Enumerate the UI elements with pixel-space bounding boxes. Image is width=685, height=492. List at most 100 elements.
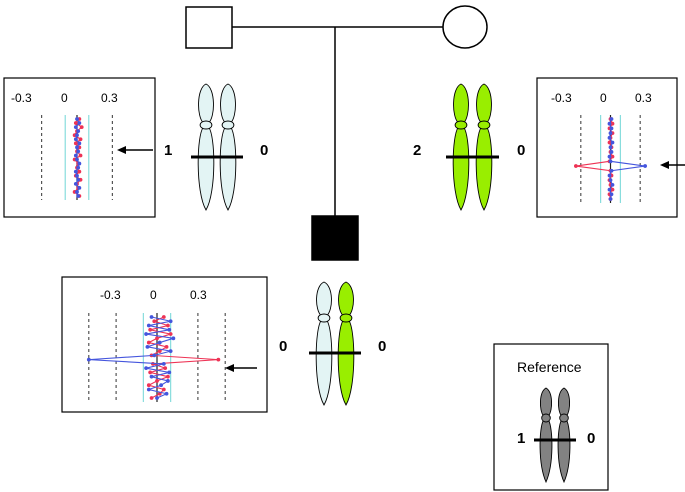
child-plot-series-1-point [167, 370, 172, 375]
father-plot-series-1-point [73, 153, 78, 158]
father-plot-series-1-point [77, 161, 82, 166]
father-plot-series-1-point [73, 181, 78, 186]
pedigree-tree [185, 5, 488, 261]
father-plot-series-1-point [75, 117, 79, 121]
father-plot-series-0-point [79, 125, 84, 130]
child-plot-series-0-point [146, 383, 151, 388]
mother-chromosome-right [475, 83, 493, 211]
child-plot-series-1-point [168, 349, 173, 354]
child-plot-series-0-point [155, 379, 159, 383]
father-plot-series-1-point [77, 141, 82, 146]
father-plot-series-1-point [76, 165, 81, 170]
child-symbol [311, 215, 359, 261]
mother-tick-zero: 0 [600, 91, 607, 105]
father-plot-series-0-point [73, 121, 78, 125]
father-plot-series-1-point [75, 145, 79, 150]
reference-chromosome-left [539, 387, 553, 484]
child-plot-series-1-point [159, 383, 163, 388]
child-plot-series-1-point [164, 391, 169, 396]
child-plot-series-0-point [166, 374, 170, 379]
child-plot-series-1-point [146, 323, 151, 328]
mother-copy-left: 2 [413, 142, 421, 159]
mother-copy-right: 0 [517, 142, 525, 159]
child-plot-series-1-point [149, 315, 154, 319]
mother-arrow [660, 161, 685, 169]
mother-plot-series-0-point [607, 140, 612, 145]
father-tick-neg: -0.3 [11, 91, 32, 105]
father-copy-left: 1 [164, 142, 172, 159]
child-plot-series-1-point [144, 366, 148, 371]
father-plot-series-1-point [77, 121, 82, 125]
mother-tick-pos: 0.3 [635, 91, 652, 105]
mother-plot-series-1-point [610, 182, 615, 187]
child-plot-series-1-point [144, 332, 148, 336]
father-plot-series-1-point [77, 185, 82, 190]
mother-plot-series-0-point [610, 154, 615, 159]
mother-plot-series-1-point [607, 187, 612, 192]
mother-plot-series-0-point [573, 164, 578, 168]
mother-plot-series-1-point [607, 135, 612, 140]
father-plot-series-1-point [75, 173, 79, 178]
child-plot-series-0-point [163, 366, 168, 371]
mother-plot-series-1-point [609, 168, 614, 173]
mother-plot-series-1-point [609, 126, 614, 131]
father-copy-right: 0 [260, 142, 268, 159]
father-plot-series-0-point [73, 141, 78, 146]
reference-box: Reference 1 0 [493, 343, 609, 491]
father-plot-series-1-point [76, 194, 81, 198]
father-plot-series-1-point [75, 133, 79, 138]
child-plot-series-0-point [155, 336, 159, 341]
child-plot-series-1-point [166, 379, 170, 383]
mother-plot-series-1-point [608, 131, 613, 136]
mother-plot-series-0-point [610, 121, 615, 126]
child-arrow [225, 364, 257, 372]
mother-plot-series-1-point [607, 173, 612, 178]
child-plot-series-1-point [168, 319, 173, 324]
reference-copy-left: 1 [517, 430, 525, 447]
child-plot-series-1-point [167, 327, 172, 332]
child-plot-series-1-point [157, 340, 162, 345]
child-plot-series-0-point [148, 327, 153, 332]
mother-plot-panel: -0.3 0 0.3 [536, 77, 678, 218]
child-plot-panel: -0.3 0 0.3 [61, 276, 268, 413]
father-plot-series-0-point [78, 137, 83, 142]
mother-plot-series-1-point [608, 159, 613, 164]
child-plot-series-0-point [149, 396, 154, 400]
mother-plot-series-1-point [609, 150, 614, 154]
reference-title: Reference [517, 359, 582, 375]
mother-plot-series-0-point [610, 187, 615, 192]
father-plot-series-1-point [76, 177, 81, 182]
child-plot-series-0-point [216, 357, 221, 362]
child-plot-series-0-point [166, 323, 170, 328]
child-plot-series-1-point [145, 344, 150, 349]
father-plot-panel: -0.3 0 0.3 [3, 77, 156, 218]
father-plot-series-1-point [76, 149, 81, 154]
mother-chromosomes [446, 83, 499, 211]
father-arrow [117, 146, 153, 154]
child-plot-series-0-point [146, 340, 151, 345]
mother-plot-series-1-point [609, 117, 614, 121]
father-plot-series-1-point [73, 169, 78, 174]
child-plot-series-1-point [161, 361, 166, 366]
father-plot-series-1-point [73, 125, 78, 130]
father-plot-series-0-point [78, 153, 83, 158]
father-plot-series-0-point [77, 169, 82, 174]
child-tick-neg: -0.3 [100, 288, 121, 302]
father-plot-series-1-point [75, 157, 79, 162]
child-plot-series-0-point [148, 370, 153, 375]
child-plot-series-0-point [157, 349, 162, 354]
father-chromosome-left [197, 83, 215, 211]
father-plot-series-1-point [76, 129, 81, 134]
father-tick-pos: 0.3 [101, 91, 118, 105]
reference-copy-right: 0 [587, 430, 595, 447]
reference-chromosome-right [557, 387, 571, 484]
child-chromosome-right [337, 281, 355, 406]
mother-plot-series-1-point [610, 140, 615, 145]
child-plot-series-0-point [161, 315, 166, 319]
child-chromosome-left [315, 281, 333, 406]
child-plot-series-0-point [164, 344, 169, 349]
child-plot-series-0-point [168, 332, 173, 336]
mother-plot-series-1-point [609, 192, 614, 197]
father-chromosomes [191, 83, 243, 211]
